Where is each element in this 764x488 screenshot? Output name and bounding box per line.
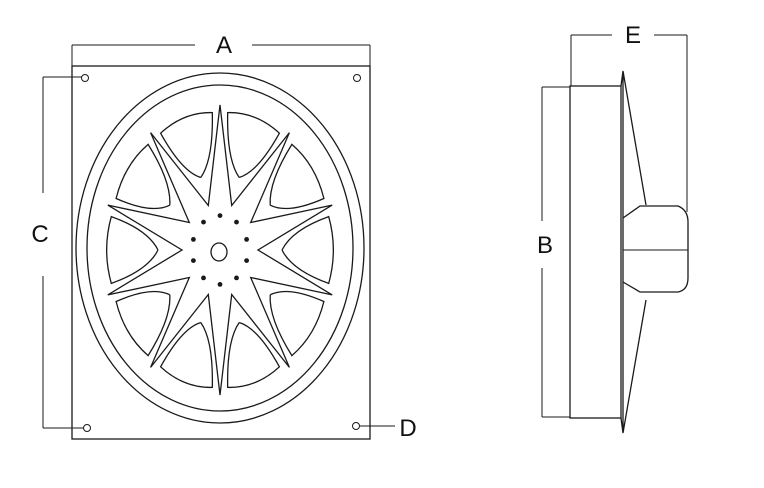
inner-ring [86, 84, 354, 412]
hub-star [107, 104, 333, 396]
mounting-hole-top-right [353, 74, 361, 82]
hub-holes [191, 213, 250, 287]
dimension-c-label: C [31, 221, 48, 248]
side-motor [622, 205, 689, 293]
dimension-a: A [71, 32, 371, 66]
hub-hole [191, 258, 196, 263]
hub-hole [201, 275, 206, 281]
hub-center [210, 242, 228, 262]
blade-outline [159, 111, 214, 179]
blade-outline [269, 290, 325, 357]
hub-hole [217, 282, 223, 287]
hub-hole [244, 258, 250, 263]
mounting-hole-bottom-right [352, 422, 360, 430]
blade-outline [269, 143, 325, 210]
mounting-plate [71, 65, 371, 440]
dimension-c: C [31, 76, 84, 429]
dimension-e-label: E [625, 22, 641, 49]
outer-ring [75, 72, 365, 424]
blade-outline [106, 215, 159, 285]
dimension-d: D [360, 415, 417, 442]
side-view [569, 70, 689, 434]
front-view [71, 65, 371, 440]
hub-hole [217, 213, 223, 219]
blade-outline [226, 321, 281, 389]
hub-hole [191, 237, 196, 242]
fan-blades [106, 111, 334, 389]
hub-hole [234, 275, 239, 281]
dimension-e: E [570, 22, 688, 212]
blade-outline [226, 111, 281, 179]
hub-hole [234, 219, 239, 225]
hub-hole [201, 219, 206, 225]
dimension-b-label: B [537, 232, 553, 259]
mounting-hole-bottom-left [83, 424, 91, 432]
dimension-a-label: A [216, 32, 232, 59]
dimension-d-label: D [399, 415, 416, 442]
blade-outline [115, 290, 171, 357]
dimension-b: B [537, 86, 570, 418]
side-guard-profile [620, 70, 647, 434]
blade-outline [281, 215, 334, 285]
mounting-hole-top-left [81, 74, 89, 82]
blade-outline [115, 143, 171, 210]
blade-outline [159, 321, 214, 389]
hub-hole [244, 237, 250, 242]
side-housing [569, 85, 622, 419]
